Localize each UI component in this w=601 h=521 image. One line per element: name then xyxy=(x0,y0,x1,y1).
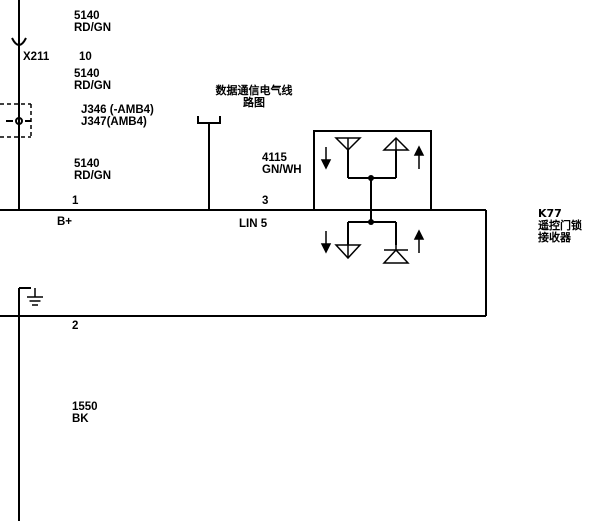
wire-low-circuit: 5140 xyxy=(74,158,100,170)
data-comm-ref-link[interactable]: 数据通信电气线 路图 xyxy=(206,85,302,109)
wire-mid-color: RD/GN xyxy=(74,80,112,92)
pin-1: 1 xyxy=(72,195,79,207)
wire-top-color: RD/GN xyxy=(74,22,112,34)
junction-dot-upper xyxy=(368,175,374,181)
component-name-line2: 接收器 xyxy=(538,231,571,244)
connector-id: X211 xyxy=(23,51,50,63)
data-comm-ref-line2: 路图 xyxy=(243,96,265,109)
wire-mid-circuit: 5140 xyxy=(74,68,100,80)
component-name-line1: 遥控门锁 xyxy=(538,219,582,232)
connector-pin: 10 xyxy=(79,51,92,63)
pin-2: 2 xyxy=(72,320,79,332)
connector-x211-symbol xyxy=(11,37,27,46)
data-comm-ref-line1: 数据通信电气线 xyxy=(215,84,293,97)
wire-ground-circuit: 1550 xyxy=(72,401,98,413)
jumper-labels: J346 (-AMB4) J347(AMB4) xyxy=(81,104,154,128)
wire-label-top: 5140 RD/GN xyxy=(74,10,111,34)
pin-label-lin: LIN 5 xyxy=(239,218,268,230)
wire-label-mid: 5140 RD/GN xyxy=(74,68,111,92)
wire-label-low: 5140 RD/GN xyxy=(74,158,111,182)
jumper-line1: J346 (-AMB4) xyxy=(81,104,154,116)
jumper-line2: J347(AMB4) xyxy=(81,116,147,128)
wire-label-ground: 1550 BK xyxy=(72,401,98,425)
wire-label-data: 4115 GN/WH xyxy=(262,152,302,176)
splice-dot xyxy=(15,117,23,125)
junction-dot-lower xyxy=(368,219,374,225)
data-comm-bracket xyxy=(197,116,221,124)
antenna-box xyxy=(313,130,432,211)
component-id: K77 xyxy=(538,207,562,220)
wire-ground-color: BK xyxy=(72,413,89,425)
pin-3: 3 xyxy=(262,195,269,207)
component-label: K77 遥控门锁 接收器 xyxy=(538,208,582,244)
pin-label-bplus: B+ xyxy=(57,216,73,228)
ground-icon xyxy=(27,288,43,306)
wire-data-circuit: 4115 xyxy=(262,152,287,164)
antenna-tx-lower-icon xyxy=(382,248,410,264)
wire-low-color: RD/GN xyxy=(74,170,112,182)
wire-top-circuit: 5140 xyxy=(74,10,100,22)
wire-data-color: GN/WH xyxy=(262,164,302,176)
